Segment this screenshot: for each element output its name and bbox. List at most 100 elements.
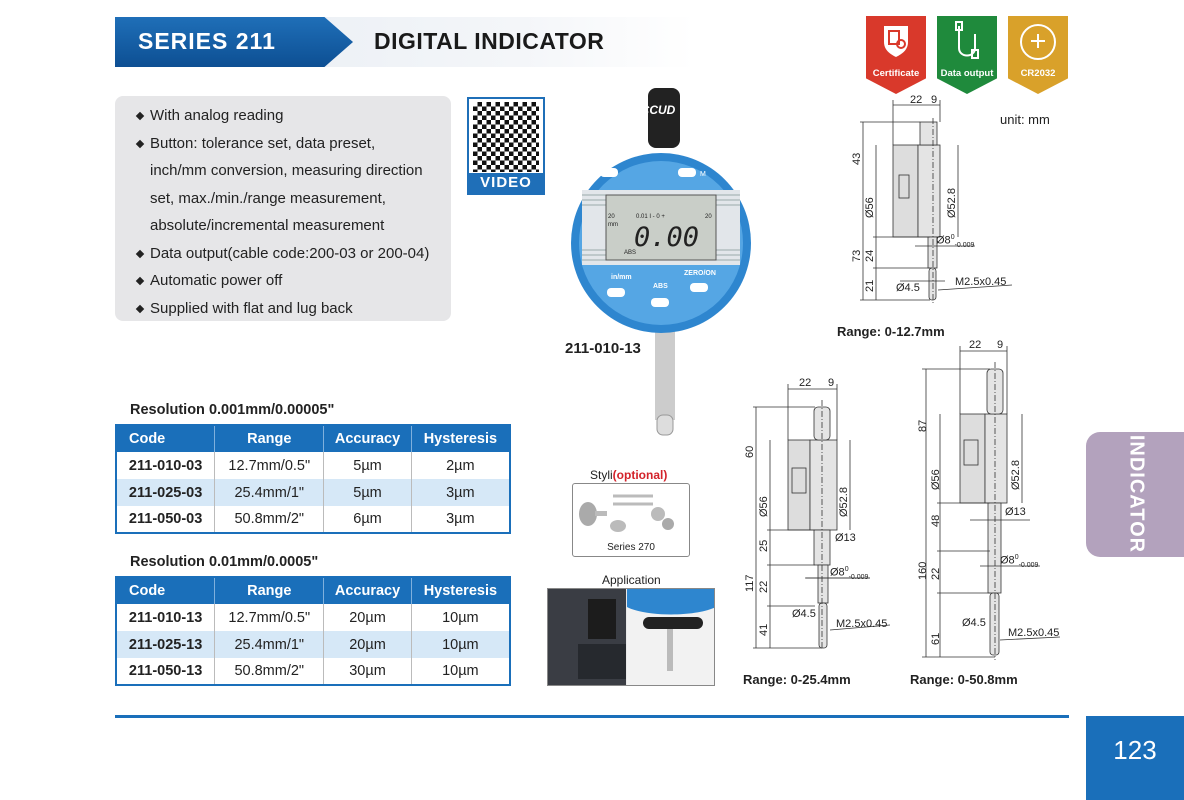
series-chevron: [115, 17, 353, 67]
cell: 20µm: [323, 604, 412, 631]
tol-upper: 0: [950, 234, 955, 241]
section-tab-indicator[interactable]: INDICATOR: [1086, 432, 1184, 557]
drawing-range-12-7: [860, 100, 1013, 305]
cable-icon: [955, 21, 979, 59]
lcd-mode: ABS: [624, 250, 637, 256]
dim-label: 61: [930, 632, 942, 645]
feature-item: Button: tolerance set, data preset,: [137, 130, 429, 158]
dim-label: M2.5x0.45: [836, 618, 888, 630]
lcd-left: 20: [608, 214, 615, 220]
video-label: VIDEO: [469, 173, 543, 193]
dim-label: 22: [758, 580, 770, 593]
dim-label: 22: [930, 567, 942, 580]
badge-label: Data output: [940, 68, 994, 79]
feature-item: Automatic power off: [137, 267, 429, 295]
col-header: Range: [214, 425, 325, 452]
dim-label: 9: [997, 339, 1004, 351]
dim-label: Ø56: [930, 469, 942, 490]
cell: 10µm: [411, 658, 511, 685]
col-header: Code: [116, 577, 216, 604]
lcd-reading: 0.00: [634, 222, 700, 253]
dim-label: 73: [851, 249, 863, 262]
dim-label: 22: [910, 94, 923, 106]
cell: 50.8mm/2": [214, 658, 325, 685]
col-header: Accuracy: [323, 425, 412, 452]
range-label: Range: 0-25.4mm: [743, 672, 851, 687]
dim-label: 9: [931, 94, 938, 106]
cell: 6µm: [323, 506, 412, 533]
cell: 10µm: [411, 604, 511, 631]
cell: 211-025-13: [116, 631, 216, 658]
dim-label: 43: [851, 152, 863, 165]
section-tab-label: INDICATOR: [1125, 434, 1148, 554]
stem-dia-label: Ø80-0.009: [830, 566, 868, 581]
application-title: Application: [602, 573, 661, 587]
m-button-label: M: [700, 171, 706, 178]
dim-label: 48: [930, 514, 942, 527]
dim-label: Ø8: [830, 566, 845, 579]
feature-item: With analog reading: [137, 102, 429, 130]
feature-item: Supplied with flat and lug back: [137, 295, 429, 323]
cell: 25.4mm/1": [214, 631, 325, 658]
dim-label: Ø56: [758, 496, 770, 517]
cell: 2µm: [411, 452, 511, 479]
optional-label: (optional): [612, 468, 668, 482]
page-number: 123: [1086, 716, 1184, 800]
cell: 12.7mm/0.5": [214, 604, 325, 631]
cell: 211-010-03: [116, 452, 216, 479]
col-header: Code: [116, 425, 216, 452]
tol-lower: -0.009: [954, 241, 975, 249]
zero-on-button-label: ZERO/ON: [684, 270, 716, 277]
dim-label: 24: [864, 249, 876, 262]
features-box: With analog reading Button: tolerance se…: [115, 96, 451, 321]
badge-data-output: Data output: [937, 16, 997, 94]
application-image: [547, 588, 715, 686]
cell: 211-050-13: [116, 658, 216, 685]
cell: 211-050-03: [116, 506, 216, 533]
styli-image: Series 270: [572, 483, 690, 557]
lcd-unit: mm: [608, 222, 618, 228]
table-title: Resolution 0.001mm/0.00005": [130, 402, 335, 418]
dim-label: Ø8: [936, 234, 951, 247]
stem-dia-label: Ø80-0.009: [1000, 554, 1038, 569]
certificate-shield-icon: [884, 26, 908, 57]
dim-label: M2.5x0.45: [955, 276, 1007, 288]
cell: 5µm: [323, 452, 412, 479]
stem-dia-label: Ø80-0.009: [936, 234, 974, 249]
dim-label: Ø13: [835, 532, 856, 544]
drawing-range-50-8: [922, 346, 1061, 660]
cell: 5µm: [323, 479, 412, 506]
series-label: SERIES 211: [138, 28, 276, 54]
styli-parts-icon: [579, 494, 674, 532]
dim-label: Ø52.8: [1010, 460, 1022, 490]
styli-caption: Series 270: [607, 542, 655, 553]
styli-label: Styli: [590, 468, 613, 482]
dim-label: 22: [799, 377, 812, 389]
drawing-range-25-4: [753, 384, 891, 650]
dim-label: 9: [828, 377, 835, 389]
badge-label: Certificate: [872, 68, 920, 79]
cell: 25.4mm/1": [214, 479, 325, 506]
dim-label: 41: [758, 623, 770, 636]
video-qr-code[interactable]: VIDEO: [467, 97, 545, 195]
dim-label: Ø4.5: [896, 282, 920, 294]
abs-button-label: ABS: [653, 283, 668, 290]
feature-item: absolute/incremental measurement: [150, 217, 385, 234]
page-title: DIGITAL INDICATOR: [374, 28, 605, 54]
dim-label: 60: [744, 445, 756, 458]
cell: 30µm: [323, 658, 412, 685]
feature-item: set, max./min./range measurement,: [150, 189, 386, 207]
inmm-button-label: in/mm: [611, 274, 632, 281]
cell: 20µm: [323, 631, 412, 658]
col-header: Hysteresis: [411, 577, 511, 604]
col-header: Hysteresis: [411, 425, 511, 452]
dim-label: 160: [917, 561, 929, 580]
dim-label: 117: [744, 574, 756, 592]
